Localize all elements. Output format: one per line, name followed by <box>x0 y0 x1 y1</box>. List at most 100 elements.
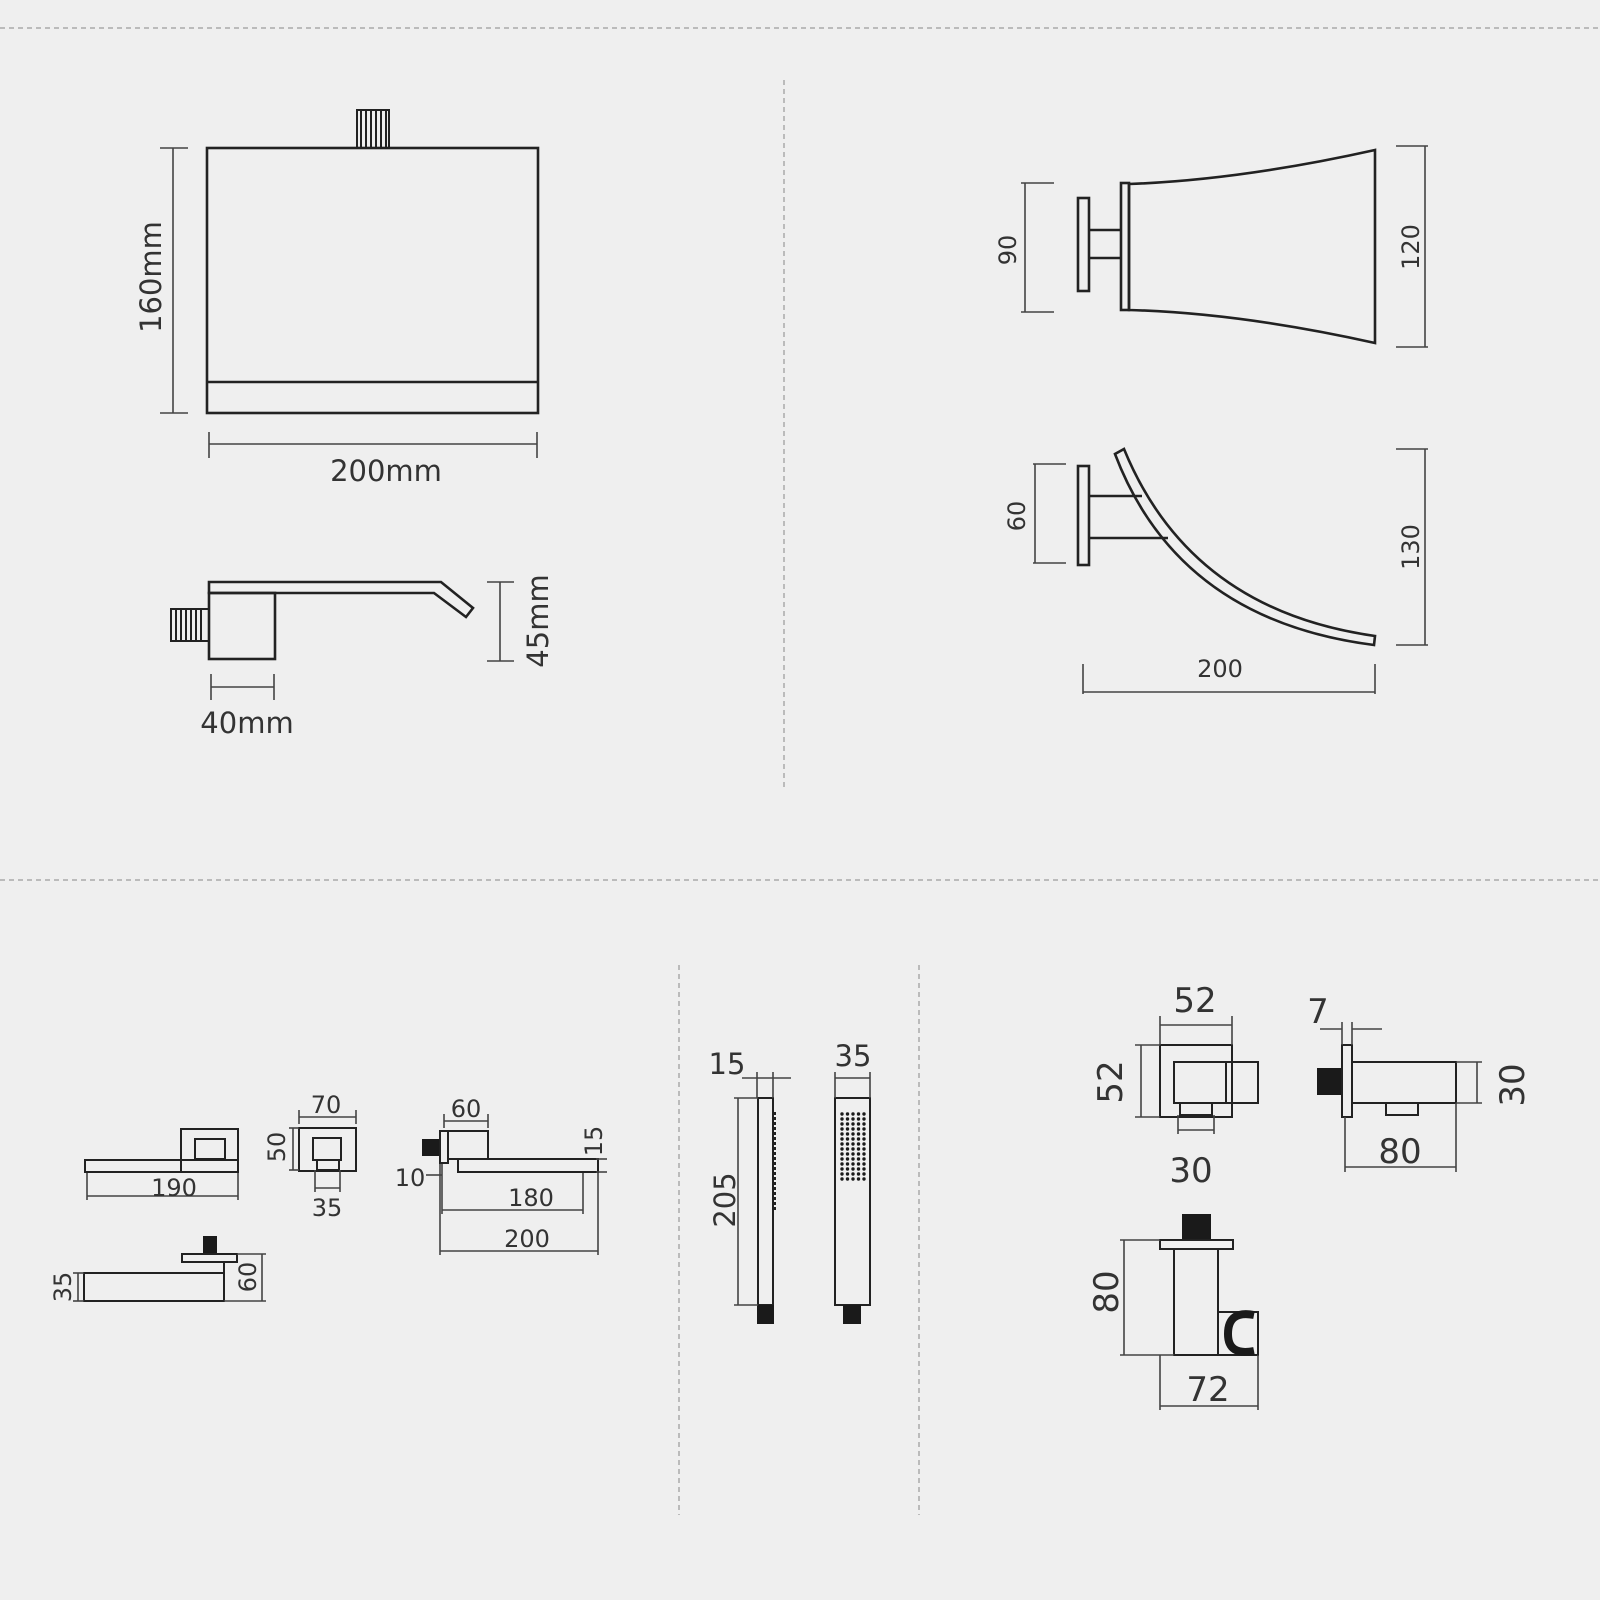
nozzle-dot <box>862 1157 866 1161</box>
nozzle-dot <box>845 1162 850 1166</box>
wall-elbow-side-depth-dimension <box>1344 1103 1457 1172</box>
spout-side-height-dimension <box>487 581 514 662</box>
nozzle-dot <box>840 1127 844 1131</box>
nozzle-dot <box>862 1122 866 1126</box>
nozzle-dot <box>856 1152 861 1156</box>
waterfall-side-width-dimension <box>1082 664 1376 694</box>
nozzle-dot <box>840 1157 844 1161</box>
waterfall-top-left-dimension <box>1021 182 1054 313</box>
hand-shower-width-label: 35 <box>835 1039 872 1073</box>
nozzle-dot <box>856 1167 861 1171</box>
waterfall-top-right-label: 120 <box>1397 224 1425 270</box>
nozzle-dot <box>862 1162 866 1166</box>
hand-shower-width-dimension <box>834 1072 871 1098</box>
valve-end-height-dimension <box>289 1127 299 1171</box>
nozzle-dot <box>851 1137 855 1141</box>
hand-shower-thickness-label: 15 <box>709 1047 746 1081</box>
spout-inlet-thread <box>356 109 390 149</box>
spout-height-label: 160mm <box>134 221 168 333</box>
nozzle-dot <box>856 1147 861 1151</box>
nozzle-dot <box>851 1167 855 1171</box>
nozzle-dot <box>845 1147 850 1151</box>
wall-elbow-front-height-label: 52 <box>1091 1060 1131 1103</box>
nozzle-dot <box>845 1177 850 1181</box>
nozzle-dot <box>862 1137 866 1141</box>
nozzle-dot <box>851 1177 855 1181</box>
valve-end-width-dimension <box>298 1110 357 1124</box>
nozzle-dot <box>840 1172 844 1176</box>
valve-side-flange-dimension <box>224 1253 266 1302</box>
nozzle-dot <box>856 1117 861 1121</box>
spout-side-height-label: 45mm <box>521 574 555 667</box>
hand-shower-thickness-dimension <box>742 1072 791 1098</box>
nozzle-dot <box>851 1132 855 1136</box>
wall-elbow-front-view: 52 52 30 <box>1091 981 1259 1191</box>
nozzle-dot <box>851 1162 855 1166</box>
nozzle-dot <box>856 1177 861 1181</box>
nozzle-dot <box>862 1172 866 1176</box>
waterfall-side-width-label: 200 <box>1197 655 1243 683</box>
spout-front-view: 160mm 200mm <box>134 109 540 488</box>
nozzle-dot <box>862 1127 866 1131</box>
nozzle-dot <box>845 1112 850 1116</box>
valve-top-flange-label: 60 <box>451 1095 482 1123</box>
valve-front-width-dimension <box>86 1173 239 1200</box>
nozzle-dot <box>840 1117 844 1121</box>
nozzle-dot <box>862 1142 866 1146</box>
nozzle-dot <box>862 1132 866 1136</box>
nozzle-dot <box>851 1117 855 1121</box>
waterfall-side-left-dimension <box>1033 463 1066 564</box>
nozzle-dot <box>851 1112 855 1116</box>
wall-elbow-side-view: 7 30 80 <box>1307 992 1533 1172</box>
valve-front-view: 190 <box>84 1128 239 1202</box>
wall-elbow-side-depth-label: 80 <box>1378 1132 1421 1172</box>
nozzle-dot <box>840 1142 844 1146</box>
spout-width-label: 200mm <box>330 454 442 488</box>
spout-width-dimension <box>208 432 538 458</box>
spout-height-dimension <box>160 147 188 414</box>
nozzle-dot <box>845 1172 850 1176</box>
valve-end-width-label: 70 <box>311 1091 342 1119</box>
wall-elbow-front-height-dimension <box>1135 1044 1160 1118</box>
holder-hook <box>1223 1310 1255 1356</box>
hand-shower-front-view: 35 <box>834 1039 872 1324</box>
nozzle-dot <box>862 1147 866 1151</box>
nozzle-dot <box>851 1127 855 1131</box>
nozzle-dot <box>851 1157 855 1161</box>
nozzle-dot <box>840 1147 844 1151</box>
nozzle-dot <box>856 1162 861 1166</box>
valve-top-lip-label: 15 <box>580 1126 608 1157</box>
nozzle-dot <box>856 1137 861 1141</box>
spout-side-thread <box>170 608 210 642</box>
waterfall-side-left-label: 60 <box>1003 501 1031 532</box>
nozzle-dot <box>856 1142 861 1146</box>
spout-side-view: 45mm 40mm <box>170 574 555 740</box>
valve-side-height-label: 35 <box>49 1272 77 1303</box>
nozzle-dot <box>845 1117 850 1121</box>
nozzle-dot <box>856 1127 861 1131</box>
nozzle-dot <box>856 1112 861 1116</box>
nozzle-dot <box>862 1112 866 1116</box>
waterfall-top-right-dimension <box>1396 145 1428 348</box>
nozzle-dot <box>840 1167 844 1171</box>
waterfall-side-right-dimension <box>1396 448 1428 646</box>
valve-top-total-label: 200 <box>504 1225 550 1253</box>
nozzle-dot <box>862 1177 866 1181</box>
nozzle-dot <box>851 1172 855 1176</box>
nozzle-dot <box>862 1117 866 1121</box>
valve-front-width-label: 190 <box>151 1174 197 1202</box>
wall-elbow-front-outlet-label: 30 <box>1169 1151 1212 1191</box>
valve-top-total-dimension <box>439 1164 599 1255</box>
nozzle-dot <box>851 1152 855 1156</box>
nozzle-dot <box>840 1162 844 1166</box>
nozzle-dot <box>840 1112 844 1116</box>
hand-shower-length-dimension <box>734 1097 758 1306</box>
valve-end-outlet-label: 35 <box>312 1194 343 1222</box>
nozzle-dot <box>856 1157 861 1161</box>
nozzle-dot <box>845 1167 850 1171</box>
nozzle-dot <box>840 1137 844 1141</box>
nozzle-dot <box>845 1137 850 1141</box>
valve-top-stub-label: 10 <box>395 1164 426 1192</box>
nozzle-dot <box>845 1122 850 1126</box>
